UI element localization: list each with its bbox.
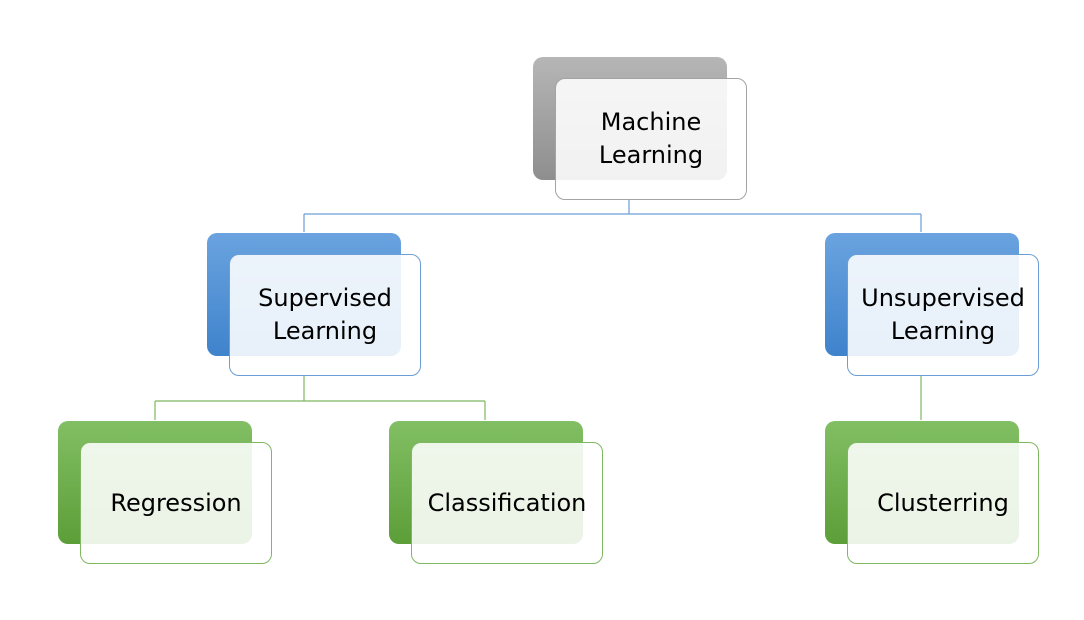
node-label: Unsupervised Learning <box>861 284 1025 345</box>
node-label: Machine Learning <box>598 108 704 169</box>
node-box: Supervised Learning <box>229 254 421 376</box>
node-box: Clusterring <box>847 442 1039 564</box>
node-box: Classification <box>411 442 603 564</box>
node-label: Regression <box>110 488 242 517</box>
node-label: Classification <box>427 488 587 517</box>
node-box: Unsupervised Learning <box>847 254 1039 376</box>
node-label: Clusterring <box>877 488 1009 517</box>
node-box: Machine Learning <box>555 78 747 200</box>
node-box: Regression <box>80 442 272 564</box>
node-label: Supervised Learning <box>258 284 392 345</box>
connector-supervised-to-children <box>154 376 486 420</box>
connector-root-to-branches <box>303 200 922 232</box>
